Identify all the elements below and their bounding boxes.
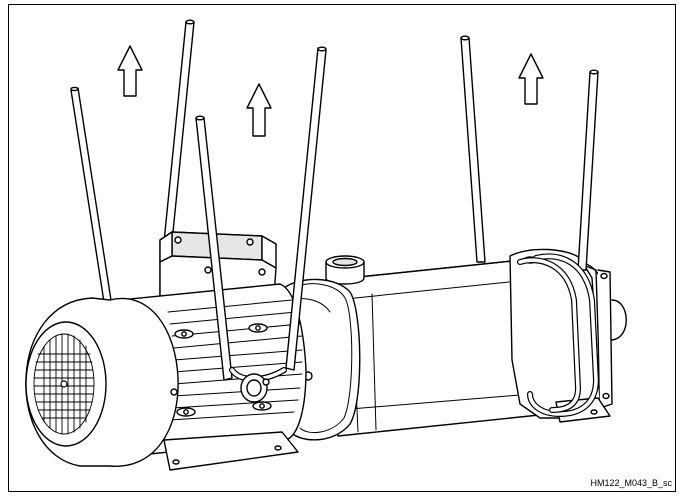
fan-grille-icon [33,333,95,435]
lift-arrow-icon [117,45,143,97]
lifting-rod-front-centre [285,46,327,371]
lifting-rod-back-left [161,19,195,263]
figure-code-label: HM122_M043_B_sc [590,478,672,488]
lifting-rod-front-left [195,115,233,381]
lifting-sling-right [517,253,599,417]
lifting-rod-left [70,86,112,303]
lifting-rod-front-right [577,69,599,271]
lifting-rod-back-right [460,35,486,263]
lift-arrow-icon [518,53,544,105]
motor-screw [170,388,178,396]
lifting-eye [229,367,287,403]
lift-arrow-icon [246,83,272,137]
